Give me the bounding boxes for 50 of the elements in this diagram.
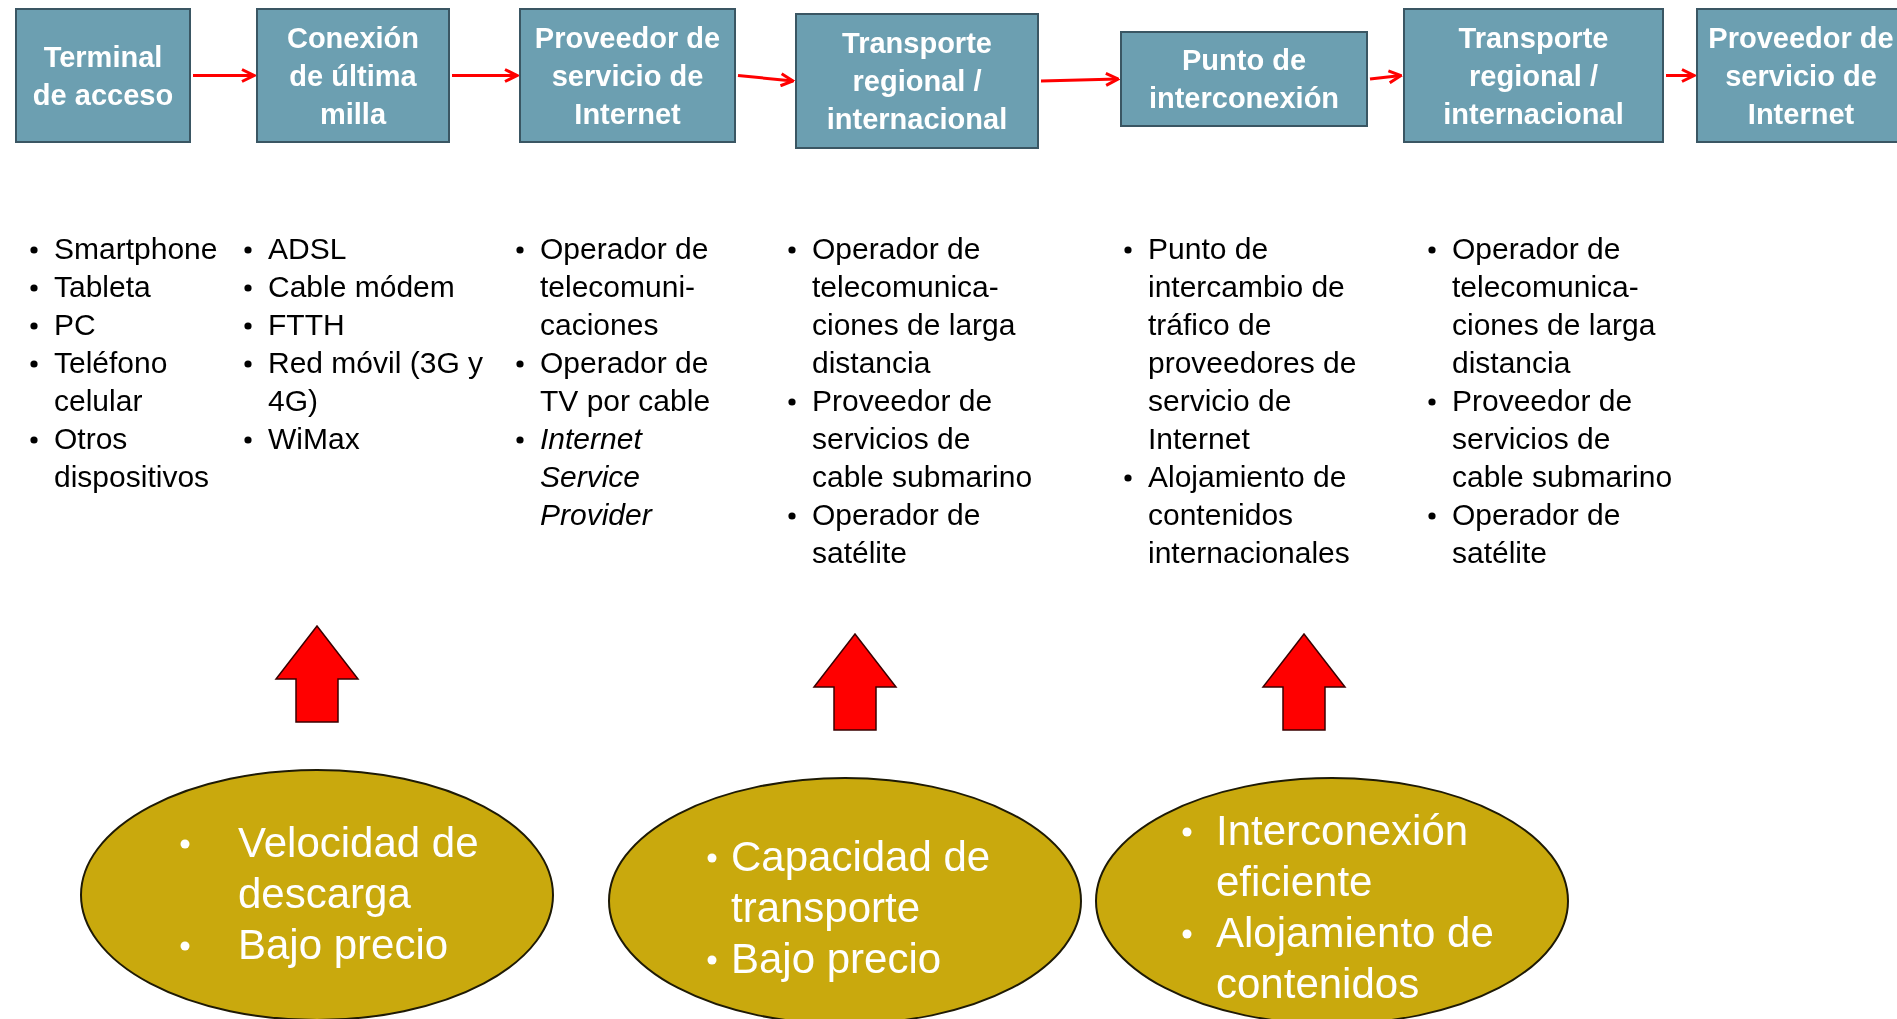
- list-item: Operador de satélite: [812, 498, 981, 569]
- process-box: [1696, 8, 1897, 143]
- list-item: Operador de telecomunica- ciones de larga distancia: [1452, 232, 1656, 379]
- process-box: [256, 8, 450, 143]
- box-title: Transporte regional / internacional: [825, 26, 1009, 137]
- bullet-text: Bajo precio: [238, 921, 449, 968]
- bullet-text: Velocidad de descarga: [238, 819, 479, 917]
- arrow: [1666, 68, 1696, 83]
- block-arrow: [1261, 632, 1347, 731]
- list-item: Cable módem: [268, 270, 455, 303]
- bullet-text: Interconexión eficiente: [1216, 807, 1469, 905]
- process-box: [1120, 31, 1368, 127]
- arrow: [452, 68, 519, 83]
- list-item: Smartphone: [54, 232, 218, 265]
- list-item: Operador de telecomuni- caciones: [540, 232, 709, 341]
- block-arrow: [274, 624, 360, 723]
- list-item: Operador de satélite: [1452, 498, 1621, 569]
- box-title: Proveedor de servicio de Internet: [533, 20, 722, 132]
- process-box: [519, 8, 736, 143]
- list-item: Internet Service Provider: [540, 422, 652, 531]
- process-box: [15, 8, 191, 143]
- box-title: Conexión de última milla: [285, 20, 421, 132]
- list-item: Tableta: [54, 270, 151, 303]
- arrow: [1040, 71, 1120, 87]
- box-title: Transporte regional / internacional: [1442, 20, 1625, 132]
- list-item: ADSL: [268, 232, 347, 265]
- arrow: [1369, 69, 1403, 85]
- list-item: Operador de TV por cable: [540, 346, 711, 417]
- list-item: Otros dispositivos: [54, 422, 210, 493]
- list-item: PC: [54, 308, 96, 341]
- list-item: Red móvil (3G y 4G): [268, 346, 484, 417]
- bullet-text: Alojamiento de contenidos: [1216, 909, 1494, 1007]
- arrow: [193, 68, 256, 83]
- list-item: Teléfono celular: [54, 346, 168, 417]
- process-box: [795, 13, 1039, 149]
- bullet-text: Capacidad de transporte: [731, 833, 991, 931]
- list-item: FTTH: [268, 308, 345, 341]
- list-item: WiMax: [268, 422, 360, 455]
- process-box: [1403, 8, 1664, 143]
- box-title: Proveedor de servicio de Internet: [1708, 20, 1894, 132]
- arrow: [737, 72, 795, 88]
- list-item: Proveedor de servicios de cable submarino: [1452, 384, 1673, 493]
- box-title: Punto de interconexión: [1147, 43, 1341, 116]
- bullet-text: Bajo precio: [731, 935, 942, 982]
- list-item: Alojamiento de contenidos internacionales: [1148, 460, 1350, 569]
- list-item: Proveedor de servicios de cable submarino: [812, 384, 1033, 493]
- block-arrow: [812, 632, 898, 731]
- list-item: Operador de telecomunica- ciones de larga distancia: [812, 232, 1016, 379]
- list-item: Punto de intercambio de tráfico de proveedores de servicio de Internet: [1148, 232, 1357, 455]
- box-title: Terminal de acceso: [31, 39, 175, 113]
